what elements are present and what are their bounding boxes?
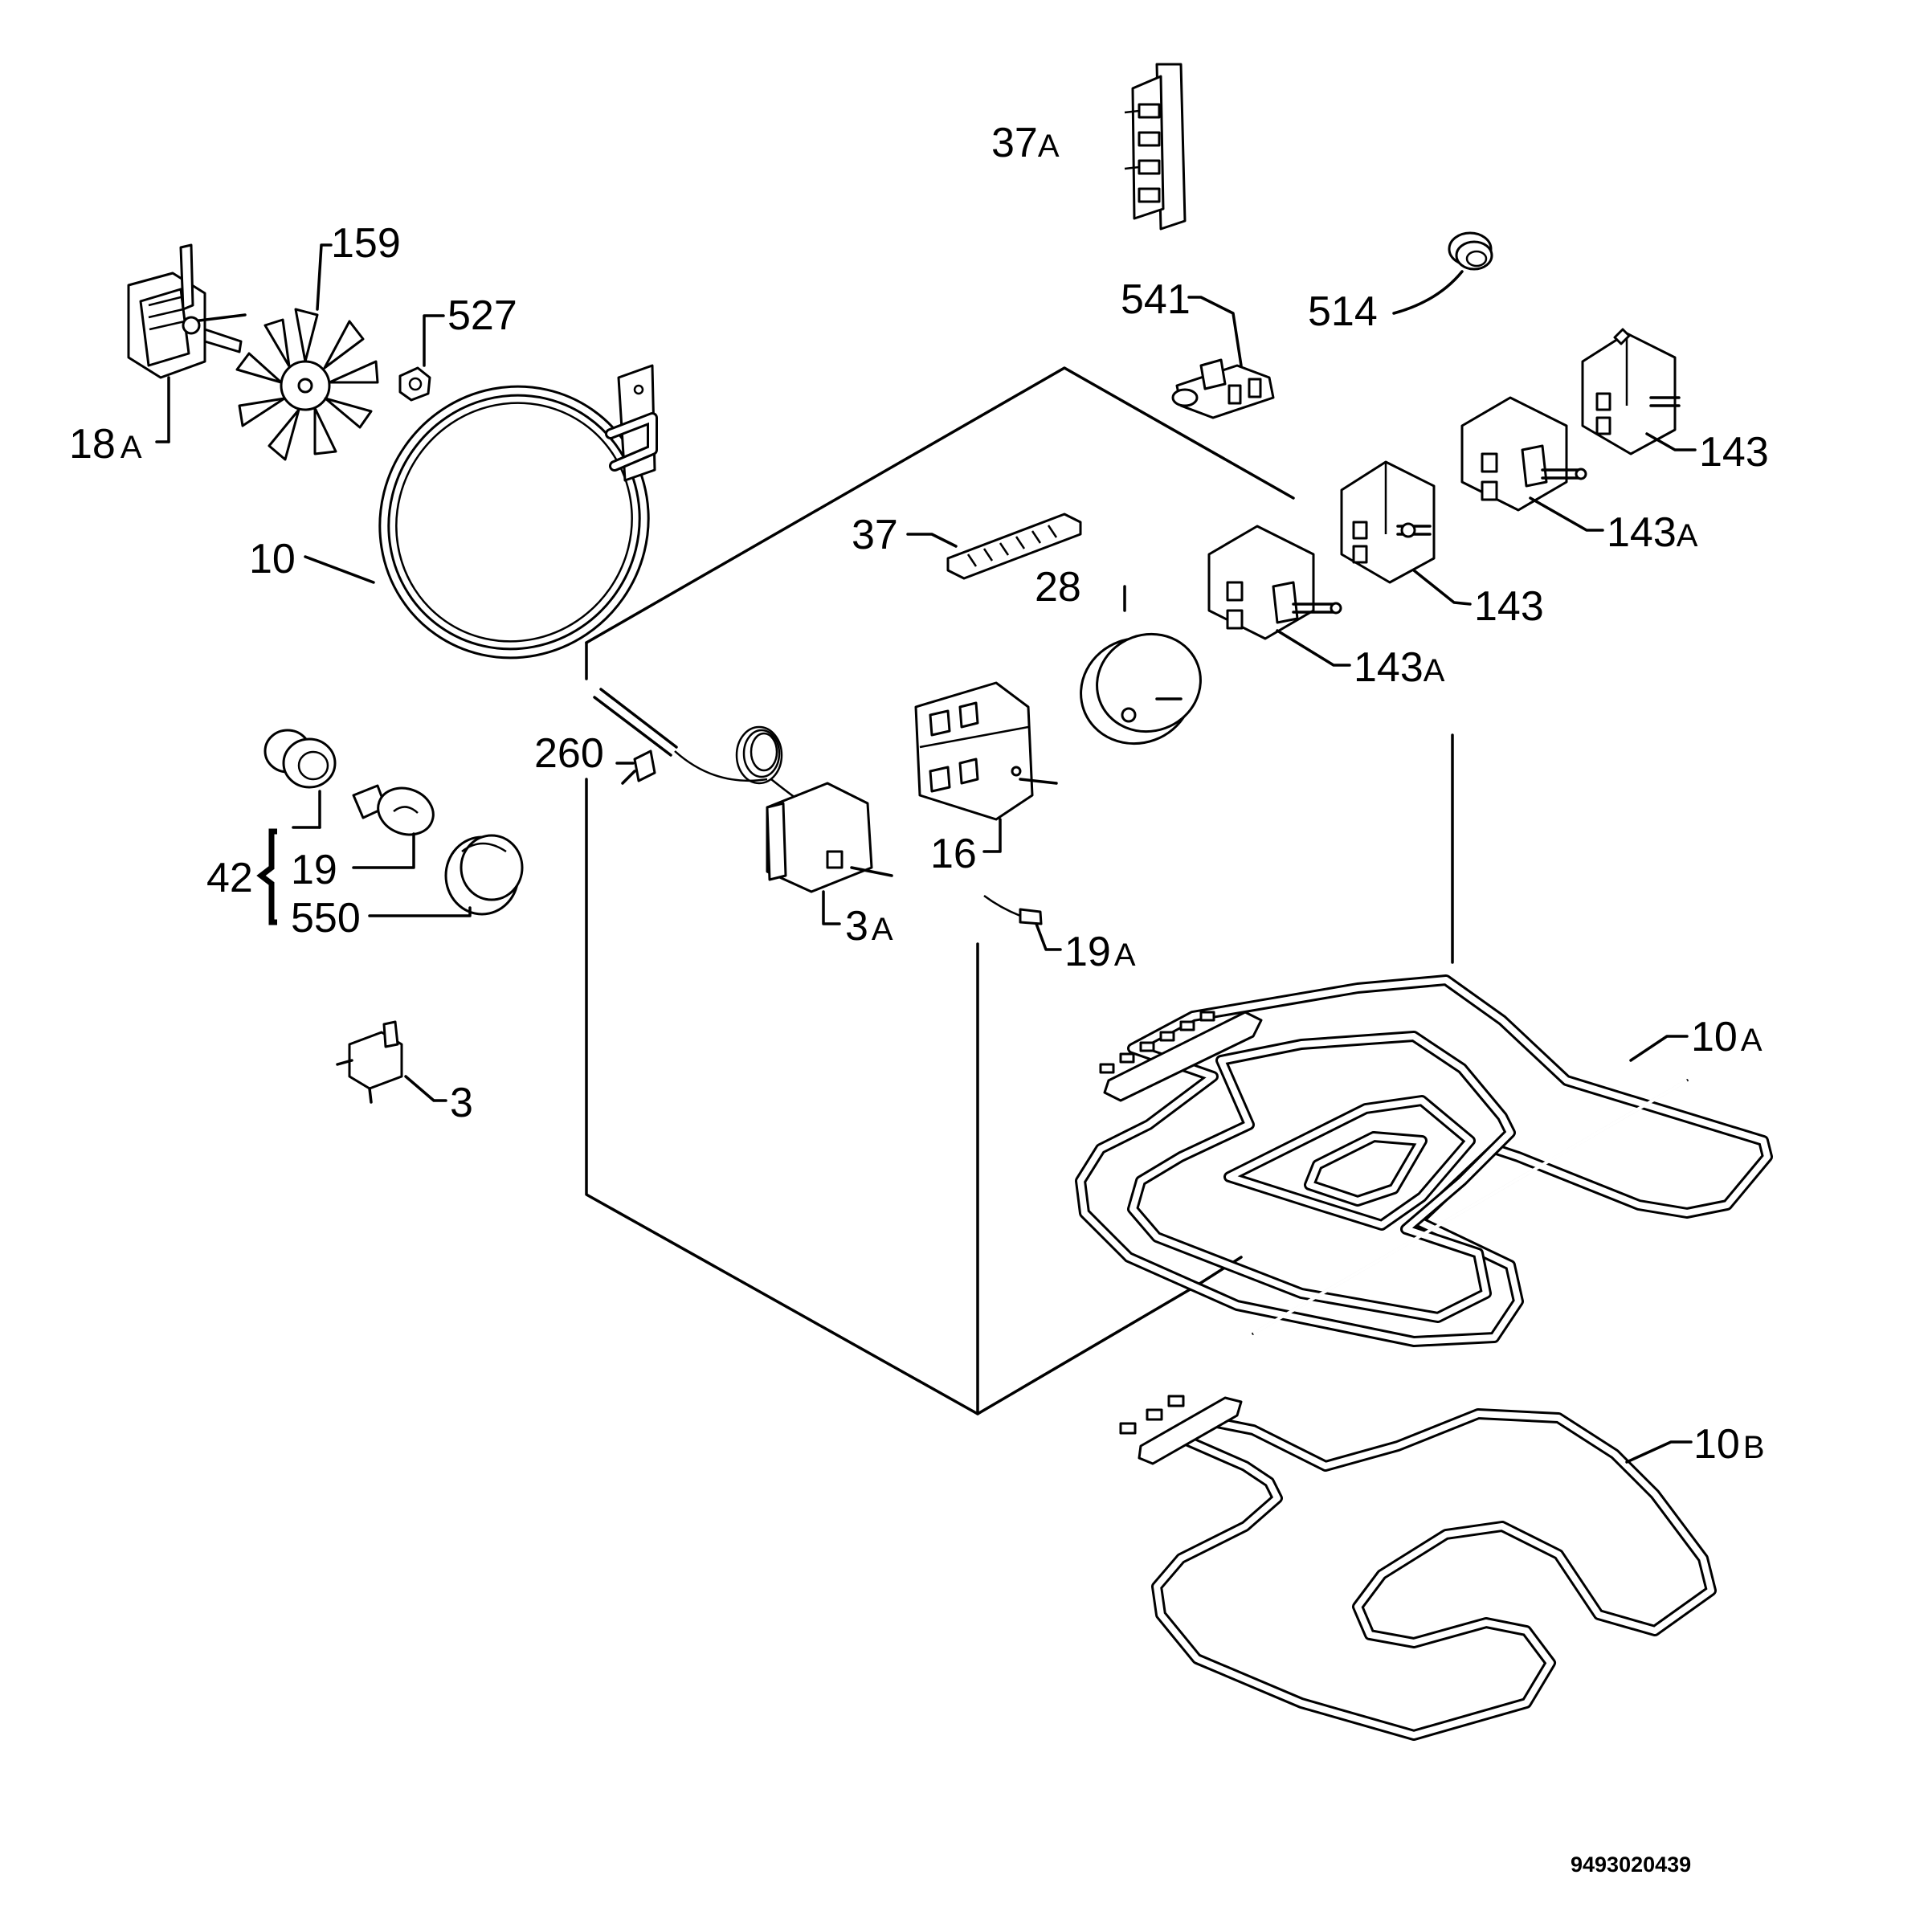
- oven-cabinet-outline: [585, 366, 1454, 1415]
- clip-260: [615, 750, 656, 785]
- callout-143a-lower: 143A: [1354, 644, 1445, 691]
- callout-19: 19: [291, 847, 337, 893]
- timer-28: [1080, 585, 1202, 745]
- nut-527: [398, 314, 445, 402]
- callout-260: 260: [534, 730, 604, 777]
- bottom-element-10b: [1119, 1395, 1717, 1741]
- document-number: 9493020439: [1571, 1852, 1691, 1877]
- callout-143a-upper: 143A: [1607, 509, 1698, 556]
- terminal-block-37: [906, 513, 1082, 580]
- fan-motor-18a: [127, 243, 247, 443]
- circular-heating-element-10: [304, 364, 658, 660]
- callout-514: 514: [1308, 288, 1378, 335]
- switch-143-mid: [1340, 460, 1472, 606]
- switch-143-top: [1581, 328, 1697, 455]
- callout-527: 527: [447, 292, 517, 339]
- callout-42: 42: [206, 855, 253, 901]
- callout-28: 28: [1035, 564, 1081, 611]
- lamp-assembly-42: [256, 729, 524, 925]
- grill-element-10a: [1075, 974, 1773, 1347]
- door-switch-541: [1171, 296, 1275, 419]
- lamp-socket-514: [1392, 231, 1493, 315]
- callout-37a: 37A: [991, 120, 1060, 166]
- switch-143a-lower: [1207, 525, 1351, 667]
- callout-550: 550: [291, 895, 361, 941]
- selector-switch-16: [914, 681, 1058, 853]
- terminal-strip-37a: [1124, 63, 1187, 231]
- callout-159: 159: [331, 220, 401, 267]
- callout-16: 16: [930, 831, 977, 877]
- indicator-19a: [983, 894, 1062, 951]
- callout-541: 541: [1121, 276, 1191, 323]
- callout-143-top: 143: [1699, 429, 1769, 476]
- callout-10: 10: [249, 536, 296, 582]
- fan-blade-159: [235, 243, 379, 461]
- callout-143-mid: 143: [1474, 583, 1544, 630]
- switch-143a-upper: [1460, 396, 1604, 532]
- callout-37: 37: [852, 512, 898, 558]
- safety-thermostat-3: [336, 1020, 447, 1104]
- thermostat-3a: [593, 688, 893, 925]
- callout-3: 3: [450, 1080, 473, 1126]
